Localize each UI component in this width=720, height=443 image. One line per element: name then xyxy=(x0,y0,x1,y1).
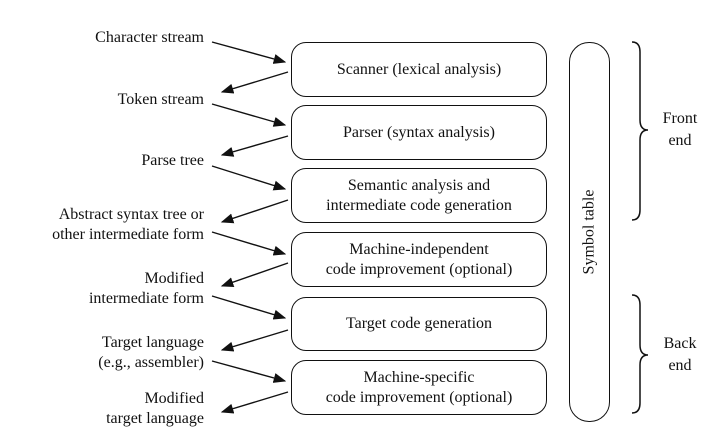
back-end-brace xyxy=(631,294,649,414)
arrow-semantic-to-ast xyxy=(220,199,289,224)
arrow-scanner-to-token-stream xyxy=(220,71,289,94)
front-end-label: Front end xyxy=(662,110,698,149)
arrow-parser-to-parse-tree xyxy=(220,135,289,157)
stage-semantic-analysis: Semantic analysis and intermediate code … xyxy=(291,168,547,223)
arrow-target-gen-to-target-language xyxy=(220,329,289,352)
label-modified-target-language: Modified target language xyxy=(106,390,204,427)
arrow-ms-improvement-to-modified-target xyxy=(220,391,289,414)
label-target-language: Target language (e.g., assembler) xyxy=(98,334,204,371)
stage-machine-independent-improvement: Machine-independent code improvement (op… xyxy=(291,232,547,287)
symbol-table-label: Symbol table xyxy=(580,189,598,275)
label-abstract-syntax-tree: Abstract syntax tree or other intermedia… xyxy=(52,206,204,243)
stage-parser: Parser (syntax analysis) xyxy=(291,105,547,160)
stage-machine-specific-improvement: Machine-specific code improvement (optio… xyxy=(291,360,547,415)
stage-target-code-generation: Target code generation xyxy=(291,297,547,351)
label-modified-intermediate-form: Modified intermediate form xyxy=(88,270,204,307)
label-token-stream: Token stream xyxy=(117,91,204,108)
arrow-ast-to-mi-improvement xyxy=(211,231,287,256)
arrow-character-stream-to-scanner xyxy=(211,41,287,64)
label-character-stream: Character stream xyxy=(95,29,204,46)
arrow-token-stream-to-parser xyxy=(211,103,287,127)
arrow-mi-improvement-to-modified-form xyxy=(220,262,289,288)
front-end-brace xyxy=(631,41,649,221)
stage-scanner: Scanner (lexical analysis) xyxy=(291,42,547,97)
arrow-modified-form-to-target-gen xyxy=(211,295,287,320)
label-parse-tree: Parse tree xyxy=(141,152,204,169)
back-end-label: Back end xyxy=(663,335,697,374)
symbol-table-box: Symbol table xyxy=(569,42,610,422)
arrow-target-language-to-ms-improvement xyxy=(211,360,287,383)
arrow-parse-tree-to-semantic xyxy=(211,165,287,191)
